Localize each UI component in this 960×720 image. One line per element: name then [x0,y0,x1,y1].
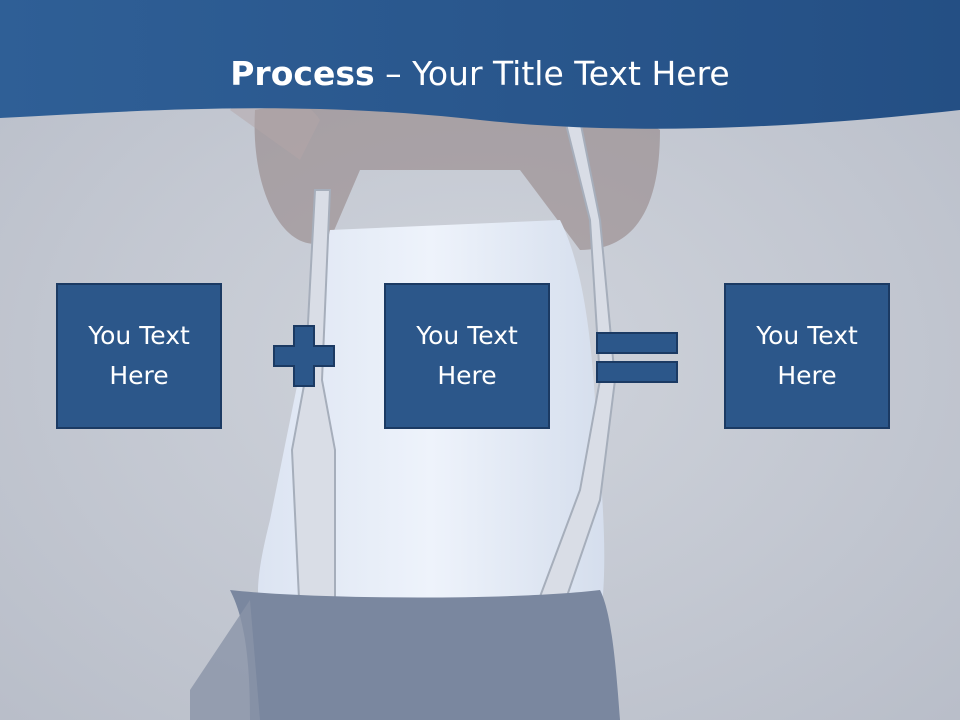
header-band [0,0,960,129]
process-box-1: You Text Here [56,283,222,429]
plus-icon [273,325,335,387]
process-box-3: You Text Here [724,283,890,429]
process-box-2-text: You Text Here [416,321,518,390]
process-box-3-text: You Text Here [756,321,858,390]
equals-icon [596,332,678,383]
process-box-1-text: You Text Here [88,321,190,390]
slide-title: Process – Your Title Text Here [0,52,960,96]
title-bold-text: Process [230,54,375,93]
title-rest-text: – Your Title Text Here [374,54,730,93]
process-box-2: You Text Here [384,283,550,429]
